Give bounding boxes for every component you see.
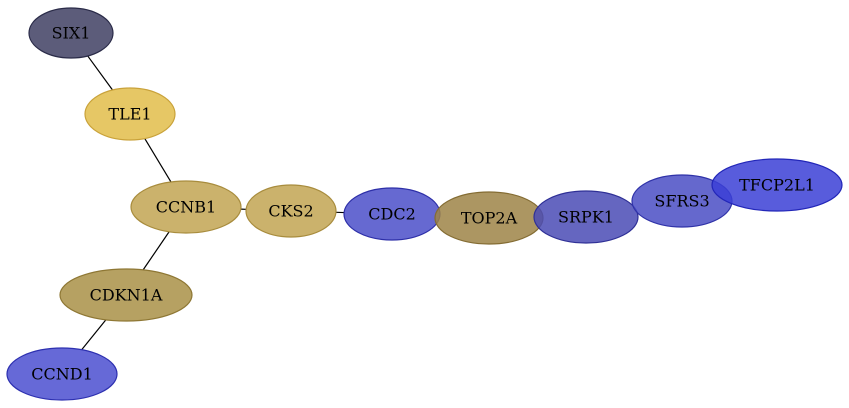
node-cdkn1a[interactable]: CDKN1A: [59, 268, 193, 322]
node-srpk1[interactable]: SRPK1: [533, 190, 639, 244]
node-top2a[interactable]: TOP2A: [434, 191, 544, 245]
node-shape-cks2[interactable]: [245, 184, 337, 238]
node-shape-ccnd1[interactable]: [6, 347, 118, 401]
edge-six1-tle1: [87, 55, 114, 91]
node-label-six1: SIX1: [52, 24, 91, 43]
node-label-tfcp2l1: TFCP2L1: [739, 176, 815, 195]
edges-layer: [81, 55, 345, 351]
node-tfcp2l1[interactable]: TFCP2L1: [711, 158, 843, 212]
node-label-tle1: TLE1: [108, 105, 151, 124]
edge-cdkn1a-ccnd1: [81, 319, 107, 351]
node-shape-ccnb1[interactable]: [130, 180, 242, 234]
edge-tle1-ccnb1: [144, 138, 172, 183]
node-tle1[interactable]: TLE1: [84, 87, 176, 141]
node-label-top2a: TOP2A: [461, 209, 518, 228]
node-label-sfrs3: SFRS3: [654, 192, 709, 211]
node-shape-cdkn1a[interactable]: [59, 268, 193, 322]
node-label-ccnd1: CCND1: [31, 365, 93, 384]
node-shape-srpk1[interactable]: [533, 190, 639, 244]
node-six1[interactable]: SIX1: [28, 7, 114, 59]
node-shape-six1[interactable]: [28, 7, 114, 59]
node-label-srpk1: SRPK1: [558, 208, 614, 227]
node-sfrs3[interactable]: SFRS3: [631, 174, 733, 228]
node-label-ccnb1: CCNB1: [156, 198, 216, 217]
node-ccnb1[interactable]: CCNB1: [130, 180, 242, 234]
node-label-cdkn1a: CDKN1A: [90, 286, 163, 305]
node-label-cdc2: CDC2: [368, 205, 416, 224]
node-ccnd1[interactable]: CCND1: [6, 347, 118, 401]
node-label-cks2: CKS2: [268, 202, 313, 221]
node-shape-tle1[interactable]: [84, 87, 176, 141]
node-shape-tfcp2l1[interactable]: [711, 158, 843, 212]
node-cks2[interactable]: CKS2: [245, 184, 337, 238]
node-cdc2[interactable]: CDC2: [343, 187, 441, 241]
edge-ccnb1-cdkn1a: [142, 231, 170, 271]
